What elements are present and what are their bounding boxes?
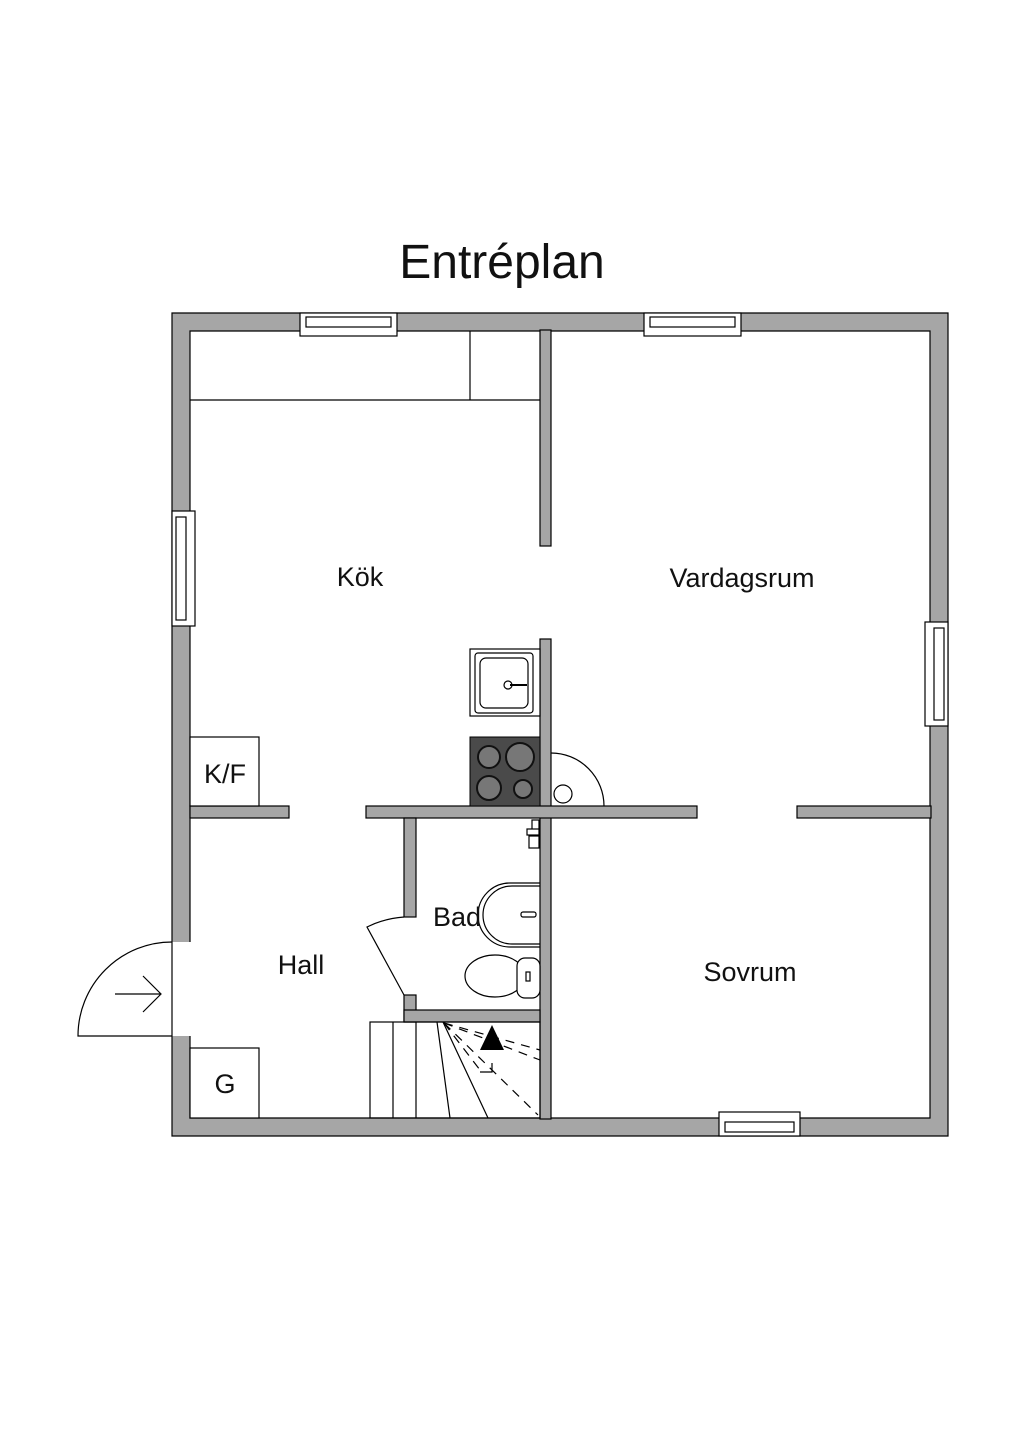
room-label-living-room: Vardagsrum <box>669 563 814 593</box>
kitchen-counter <box>190 331 540 401</box>
window-right-living <box>924 621 949 727</box>
wardrobe-label: G <box>214 1069 235 1099</box>
fridge-freezer-label: K/F <box>204 759 246 789</box>
window-bottom-bedroom <box>718 1111 801 1137</box>
wardrobe: G <box>189 1047 260 1119</box>
round-fixture-icon <box>550 752 605 807</box>
windows <box>171 312 949 1137</box>
shower-tap-icon <box>526 819 540 849</box>
entry-door[interactable] <box>77 941 173 1037</box>
toilet-icon <box>464 954 541 999</box>
stair-direction-arrow-icon <box>480 1025 504 1050</box>
bathroom-sink-icon <box>477 882 540 948</box>
kitchen-sink-icon <box>469 648 541 717</box>
plan-title: Entréplan <box>399 236 604 289</box>
room-label-hall: Hall <box>278 950 325 980</box>
fridge-freezer: K/F <box>189 736 260 807</box>
stove-icon <box>469 736 541 807</box>
window-top-kitchen <box>299 312 398 337</box>
room-label-bathroom: Bad <box>433 902 481 932</box>
staircase <box>369 1021 541 1119</box>
window-top-living <box>643 312 742 337</box>
room-label-kitchen: Kök <box>337 562 384 592</box>
window-left-kitchen <box>171 510 196 627</box>
entry-arrow-icon <box>115 975 162 1013</box>
room-label-bedroom: Sovrum <box>703 957 796 987</box>
outer-walls <box>171 312 949 1137</box>
entry-door-opening <box>171 942 191 1036</box>
bathroom-door[interactable] <box>366 916 405 996</box>
interior-walls <box>189 329 932 1120</box>
